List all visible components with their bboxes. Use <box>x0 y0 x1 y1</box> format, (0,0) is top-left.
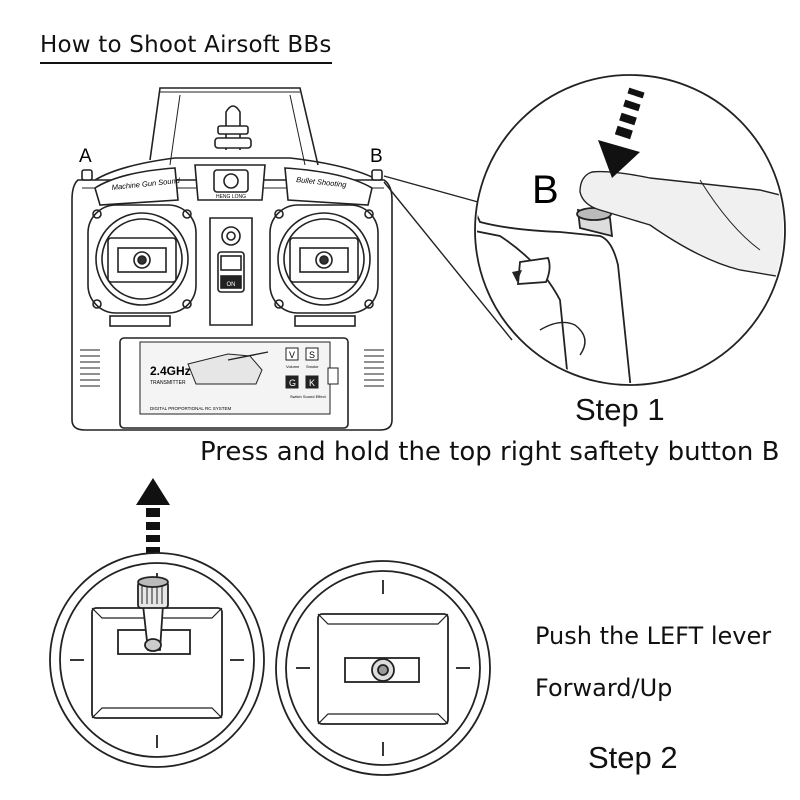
step2-instruction-line1: Push the LEFT lever <box>535 622 772 650</box>
step1-heading: Step 1 <box>575 392 665 427</box>
system-text: DIGITAL PROPORTIONAL RC SYSTEM <box>150 406 232 411</box>
step2-heading: Step 2 <box>588 740 678 775</box>
detail-circle <box>474 74 786 386</box>
left-stick-pushed <box>49 552 265 768</box>
page-title: How to Shoot Airsoft BBs <box>40 30 332 64</box>
key-k: K <box>309 378 315 388</box>
brand-label: HENG LONG <box>216 194 246 200</box>
key-v: V <box>289 350 295 360</box>
detail-label-b: B <box>532 168 559 212</box>
key-s: S <box>309 350 315 360</box>
label-a: A <box>79 146 92 167</box>
up-arrow-icon <box>136 478 170 563</box>
on-label: ON <box>227 282 236 288</box>
step2-instruction-line2: Forward/Up <box>535 674 673 702</box>
key-v-label: Volume <box>286 364 300 369</box>
right-stick-neutral <box>275 560 491 776</box>
switch-label: Switch Sound Effect <box>290 394 327 399</box>
callout-lines <box>383 175 513 341</box>
transmitter-label: TRANSMITTER <box>150 380 186 386</box>
frequency-label: 2.4GHz <box>150 364 191 378</box>
step1-instruction: Press and hold the top right saftety but… <box>200 437 780 467</box>
remote-controller <box>71 87 393 431</box>
label-b: B <box>370 146 383 167</box>
key-g: G <box>289 378 296 388</box>
key-s-label: Smoke <box>306 364 319 369</box>
